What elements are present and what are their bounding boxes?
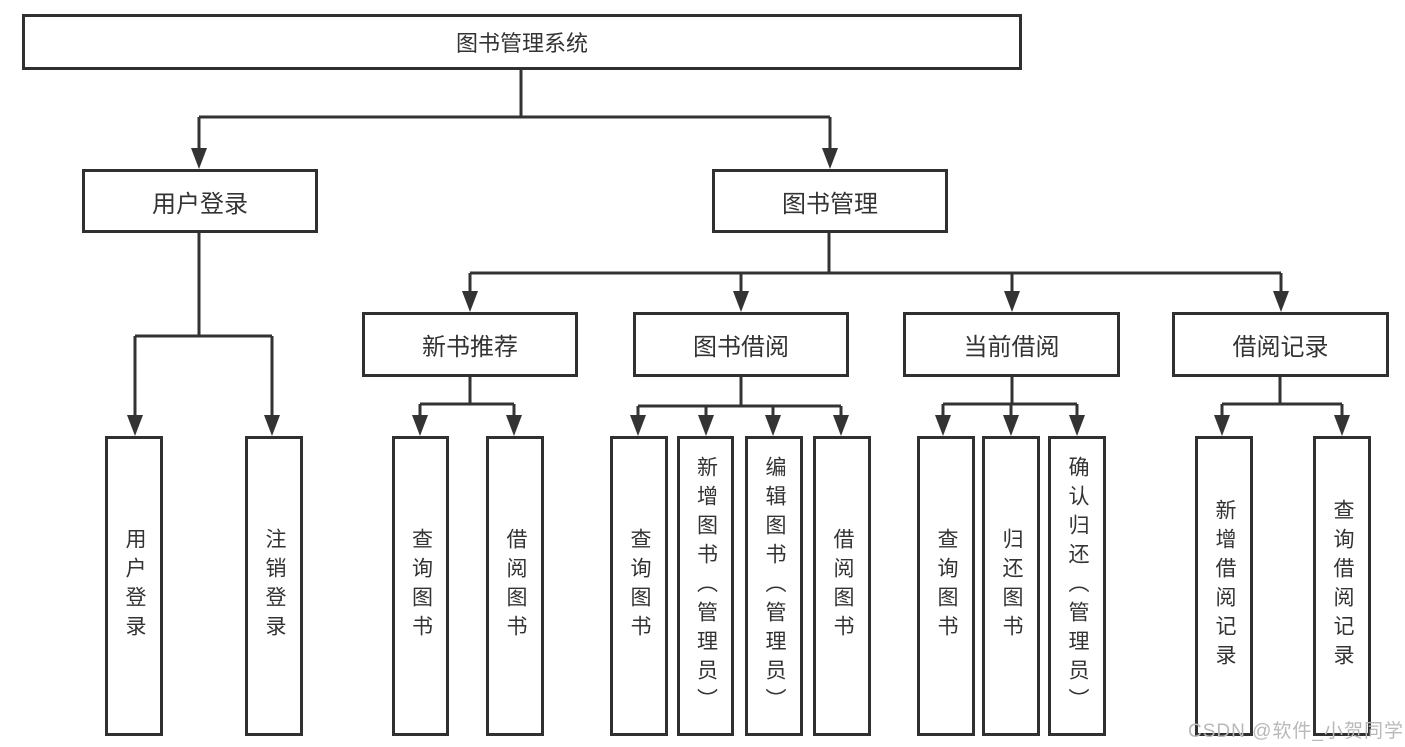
leaf-add-book-admin: 新增图书（管理员） [677, 436, 734, 736]
leaf-confirm-return-admin: 确认归还（管理员） [1048, 436, 1106, 736]
node-book-management: 图书管理 [712, 169, 948, 233]
leaf-add-borrow-record: 新增借阅记录 [1195, 436, 1253, 736]
leaf-query-books-recommend: 查询图书 [392, 436, 449, 736]
leaf-edit-book-admin: 编辑图书（管理员） [745, 436, 803, 736]
leaf-query-borrow-record: 查询借阅记录 [1313, 436, 1371, 736]
leaf-user-login: 用户登录 [105, 436, 163, 736]
node-library-management-system: 图书管理系统 [22, 14, 1022, 70]
leaf-borrow-books-recommend: 借阅图书 [486, 436, 544, 736]
leaf-return-books: 归还图书 [982, 436, 1040, 736]
leaf-borrow-books-borrowing: 借阅图书 [813, 436, 871, 736]
node-new-book-recommend: 新书推荐 [362, 312, 578, 377]
arrowheads [127, 148, 1350, 436]
leaf-query-books-borrowing: 查询图书 [610, 436, 668, 736]
node-book-borrowing: 图书借阅 [633, 312, 849, 377]
leaf-query-books-current: 查询图书 [917, 436, 975, 736]
node-user-login: 用户登录 [82, 169, 318, 233]
leaf-logout-login: 注销登录 [245, 436, 303, 736]
watermark: CSDN @软件_小贺同学 [1188, 721, 1404, 742]
node-current-borrowing: 当前借阅 [903, 312, 1120, 377]
node-borrow-records: 借阅记录 [1172, 312, 1389, 377]
